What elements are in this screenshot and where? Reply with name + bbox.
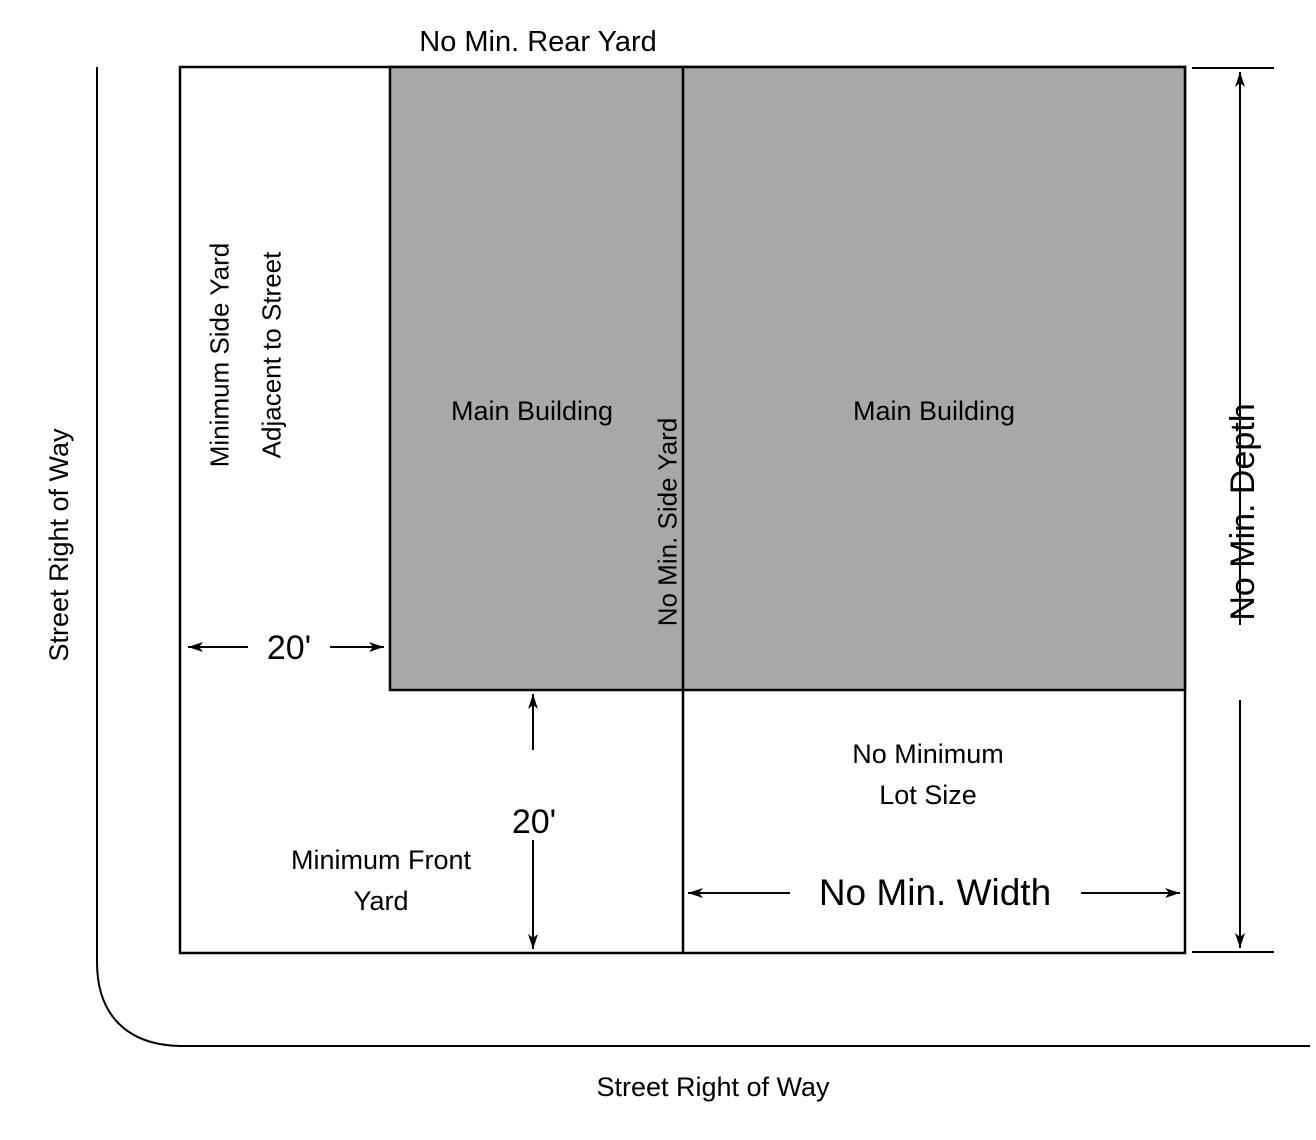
dimension-text-side-setback: 20' [266, 628, 312, 667]
label-street-right-of-way-left: Street Right of Way [44, 428, 75, 662]
label-minimum-front-yard-line2: Yard [353, 886, 409, 917]
label-street-right-of-way-bottom: Street Right of Way [596, 1072, 830, 1103]
label-no-minimum-lot-size-line2: Lot Size [879, 780, 977, 811]
label-minimum-front-yard-line1: Minimum Front [290, 845, 472, 876]
label-no-min-depth: No Min. Depth [1223, 403, 1262, 621]
label-minimum-side-yard-line1: Minimum Side Yard [204, 242, 235, 468]
main-building-footprint [388, 65, 1187, 692]
dimension-text-front-setback: 20' [511, 802, 557, 841]
street-right-of-way-line [96, 67, 1310, 1047]
label-main-building-left: Main Building [450, 396, 614, 427]
label-adjacent-to-street-line2: Adjacent to Street [256, 251, 287, 459]
label-no-min-side-yard: No Min. Side Yard [652, 417, 683, 627]
label-no-min-width: No Min. Width [818, 872, 1052, 914]
label-no-min-rear-yard: No Min. Rear Yard [419, 25, 657, 58]
lot-depth-dimension-arrow [1192, 67, 1274, 953]
label-no-minimum-lot-size-line1: No Minimum [852, 739, 1004, 770]
label-main-building-right: Main Building [852, 396, 1016, 427]
